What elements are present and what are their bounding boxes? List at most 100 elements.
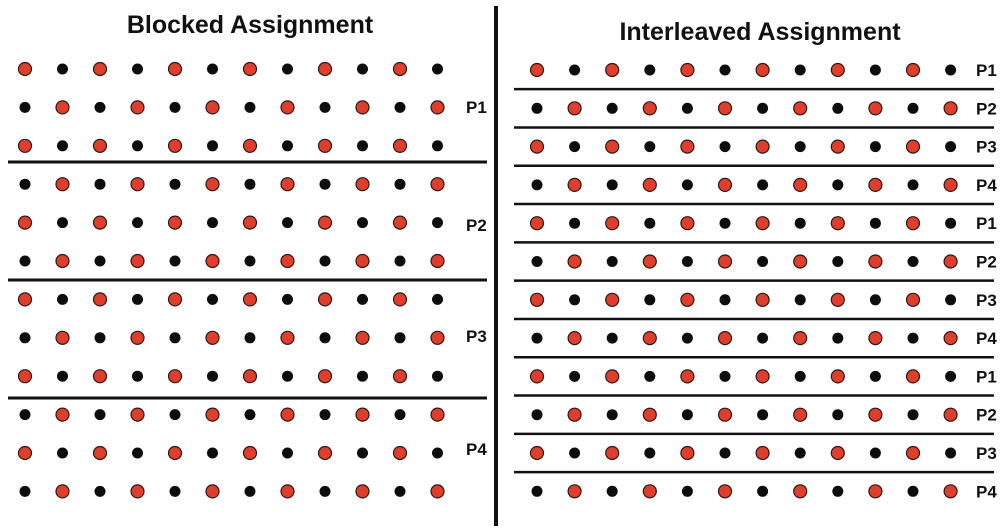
blocked-dot-r8-c11 [432,370,443,382]
blocked-title: Blocked Assignment [127,11,374,39]
interleaved-title: Interleaved Assignment [619,18,901,46]
interleaved-dot-r11-c11 [943,484,958,499]
blocked-dot-r8-c10 [392,369,408,384]
blocked-dot-r11-c7 [280,484,295,499]
interleaved-dot-r2-c10 [905,139,921,154]
blocked-dot-r11-c2 [94,485,106,497]
blocked-dot-r4-c3 [132,217,143,229]
interleaved-dot-r9-c11 [943,407,958,422]
interleaved-dot-r11-c10 [907,485,919,497]
blocked-dot-r5-c3 [130,253,145,269]
interleaved-dot-r4-c5 [719,217,731,229]
blocked-dot-r9-c7 [280,407,295,422]
blocked-dot-r8-c9 [357,370,368,382]
blocked-dot-r3-c0 [19,178,31,190]
blocked-dot-r4-c4 [167,215,183,230]
interleaved-dot-r8-c10 [905,369,921,384]
blocked-dot-r6-c11 [432,293,443,305]
interleaved-dot-r8-c3 [644,370,656,382]
blocked-dot-r5-c8 [319,255,331,267]
interleaved-dot-grid [529,62,958,499]
blocked-dot-r1-c2 [94,101,106,113]
blocked-dot-r4-c11 [432,217,443,229]
interleaved-dot-r5-c3 [642,254,657,269]
blocked-dot-r4-c8 [317,215,333,230]
interleaved-dot-r10-c6 [755,445,770,461]
blocked-dot-r10-c3 [132,447,143,459]
interleaved-dot-r7-c0 [531,332,543,344]
blocked-dot-r1-c4 [169,101,181,113]
interleaved-dot-r9-c1 [567,407,582,422]
interleaved-dot-r1-c0 [531,102,543,114]
interleaved-dot-r8-c2 [605,369,620,384]
blocked-dot-r0-c1 [57,63,68,75]
interleaved-dot-r4-c9 [869,217,881,229]
blocked-dot-r9-c5 [205,407,220,422]
interleaved-dot-r9-c10 [907,409,919,421]
blocked-dot-r10-c5 [207,447,218,459]
interleaved-dot-r11-c4 [681,485,693,497]
interleaved-dot-r7-c10 [907,332,919,344]
interleaved-dot-r3-c8 [832,179,844,191]
blocked-dot-r6-c8 [317,292,333,307]
blocked-dot-r6-c10 [392,292,408,307]
interleaved-dot-r11-c2 [606,485,618,497]
interleaved-dot-r0-c11 [945,64,957,76]
interleaved-dot-r10-c7 [794,447,806,459]
blocked-dot-r9-c3 [130,407,145,422]
interleaved-dot-r7-c2 [606,332,618,344]
blocked-dot-r7-c10 [394,332,406,344]
blocked-dot-r6-c6 [242,292,258,307]
blocked-dot-r10-c9 [357,447,368,459]
blocked-dot-r11-c4 [169,485,181,497]
blocked-dot-r1-c7 [280,100,295,115]
blocked-dot-r8-c1 [57,370,68,382]
blocked-dot-r5-c7 [280,253,295,269]
blocked-dot-r4-c9 [357,217,368,229]
blocked-dot-r4-c1 [57,217,68,229]
blocked-dot-r1-c1 [55,100,70,115]
blocked-dot-r4-c6 [242,215,258,230]
interleaved-dot-r6-c2 [605,292,620,307]
interleaved-dot-r1-c6 [757,102,769,114]
interleaved-dot-r7-c4 [681,332,693,344]
interleaved-dot-r9-c6 [757,409,769,421]
interleaved-dot-r2-c11 [945,141,957,153]
blocked-dot-r5-c2 [94,255,106,267]
blocked-dot-r7-c5 [205,330,220,345]
blocked-dot-r10-c11 [432,447,443,459]
blocked-dot-r11-c10 [394,485,406,497]
interleaved-dot-r10-c9 [869,447,881,459]
blocked-dot-r9-c0 [19,409,31,421]
blocked-dot-r1-c9 [355,100,370,115]
interleaved-dot-r6-c5 [719,294,731,306]
blocked-dot-r3-c5 [205,177,220,192]
interleaved-dot-r4-c11 [945,217,957,229]
blocked-dot-r8-c3 [132,370,143,382]
blocked-dot-r7-c1 [55,330,70,345]
interleaved-label-row-2: P3 [976,138,997,157]
interleaved-dot-r1-c3 [642,101,657,116]
interleaved-dot-r3-c1 [567,177,582,192]
blocked-dot-r10-c4 [167,445,183,461]
interleaved-dot-r2-c1 [569,141,581,153]
blocked-dot-r2-c4 [167,138,183,153]
blocked-processor-labels: P1 P2 P3 P4 [466,98,487,459]
blocked-dot-r5-c1 [55,253,70,269]
interleaved-dot-r8-c4 [680,369,695,384]
interleaved-dot-r4-c7 [794,217,806,229]
blocked-dot-r2-c2 [92,138,108,153]
interleaved-dot-r2-c3 [644,141,656,153]
blocked-dot-r9-c10 [394,409,406,421]
interleaved-dot-r10-c0 [529,445,545,461]
blocked-dot-r0-c0 [17,61,33,77]
blocked-dot-r1-c3 [130,100,145,115]
blocked-dot-r0-c7 [282,63,293,75]
interleaved-dot-r4-c2 [605,216,620,231]
blocked-dot-r9-c2 [94,409,106,421]
interleaved-dot-r11-c6 [757,485,769,497]
interleaved-label-row-4: P1 [976,214,997,233]
interleaved-dot-r6-c4 [680,292,695,307]
